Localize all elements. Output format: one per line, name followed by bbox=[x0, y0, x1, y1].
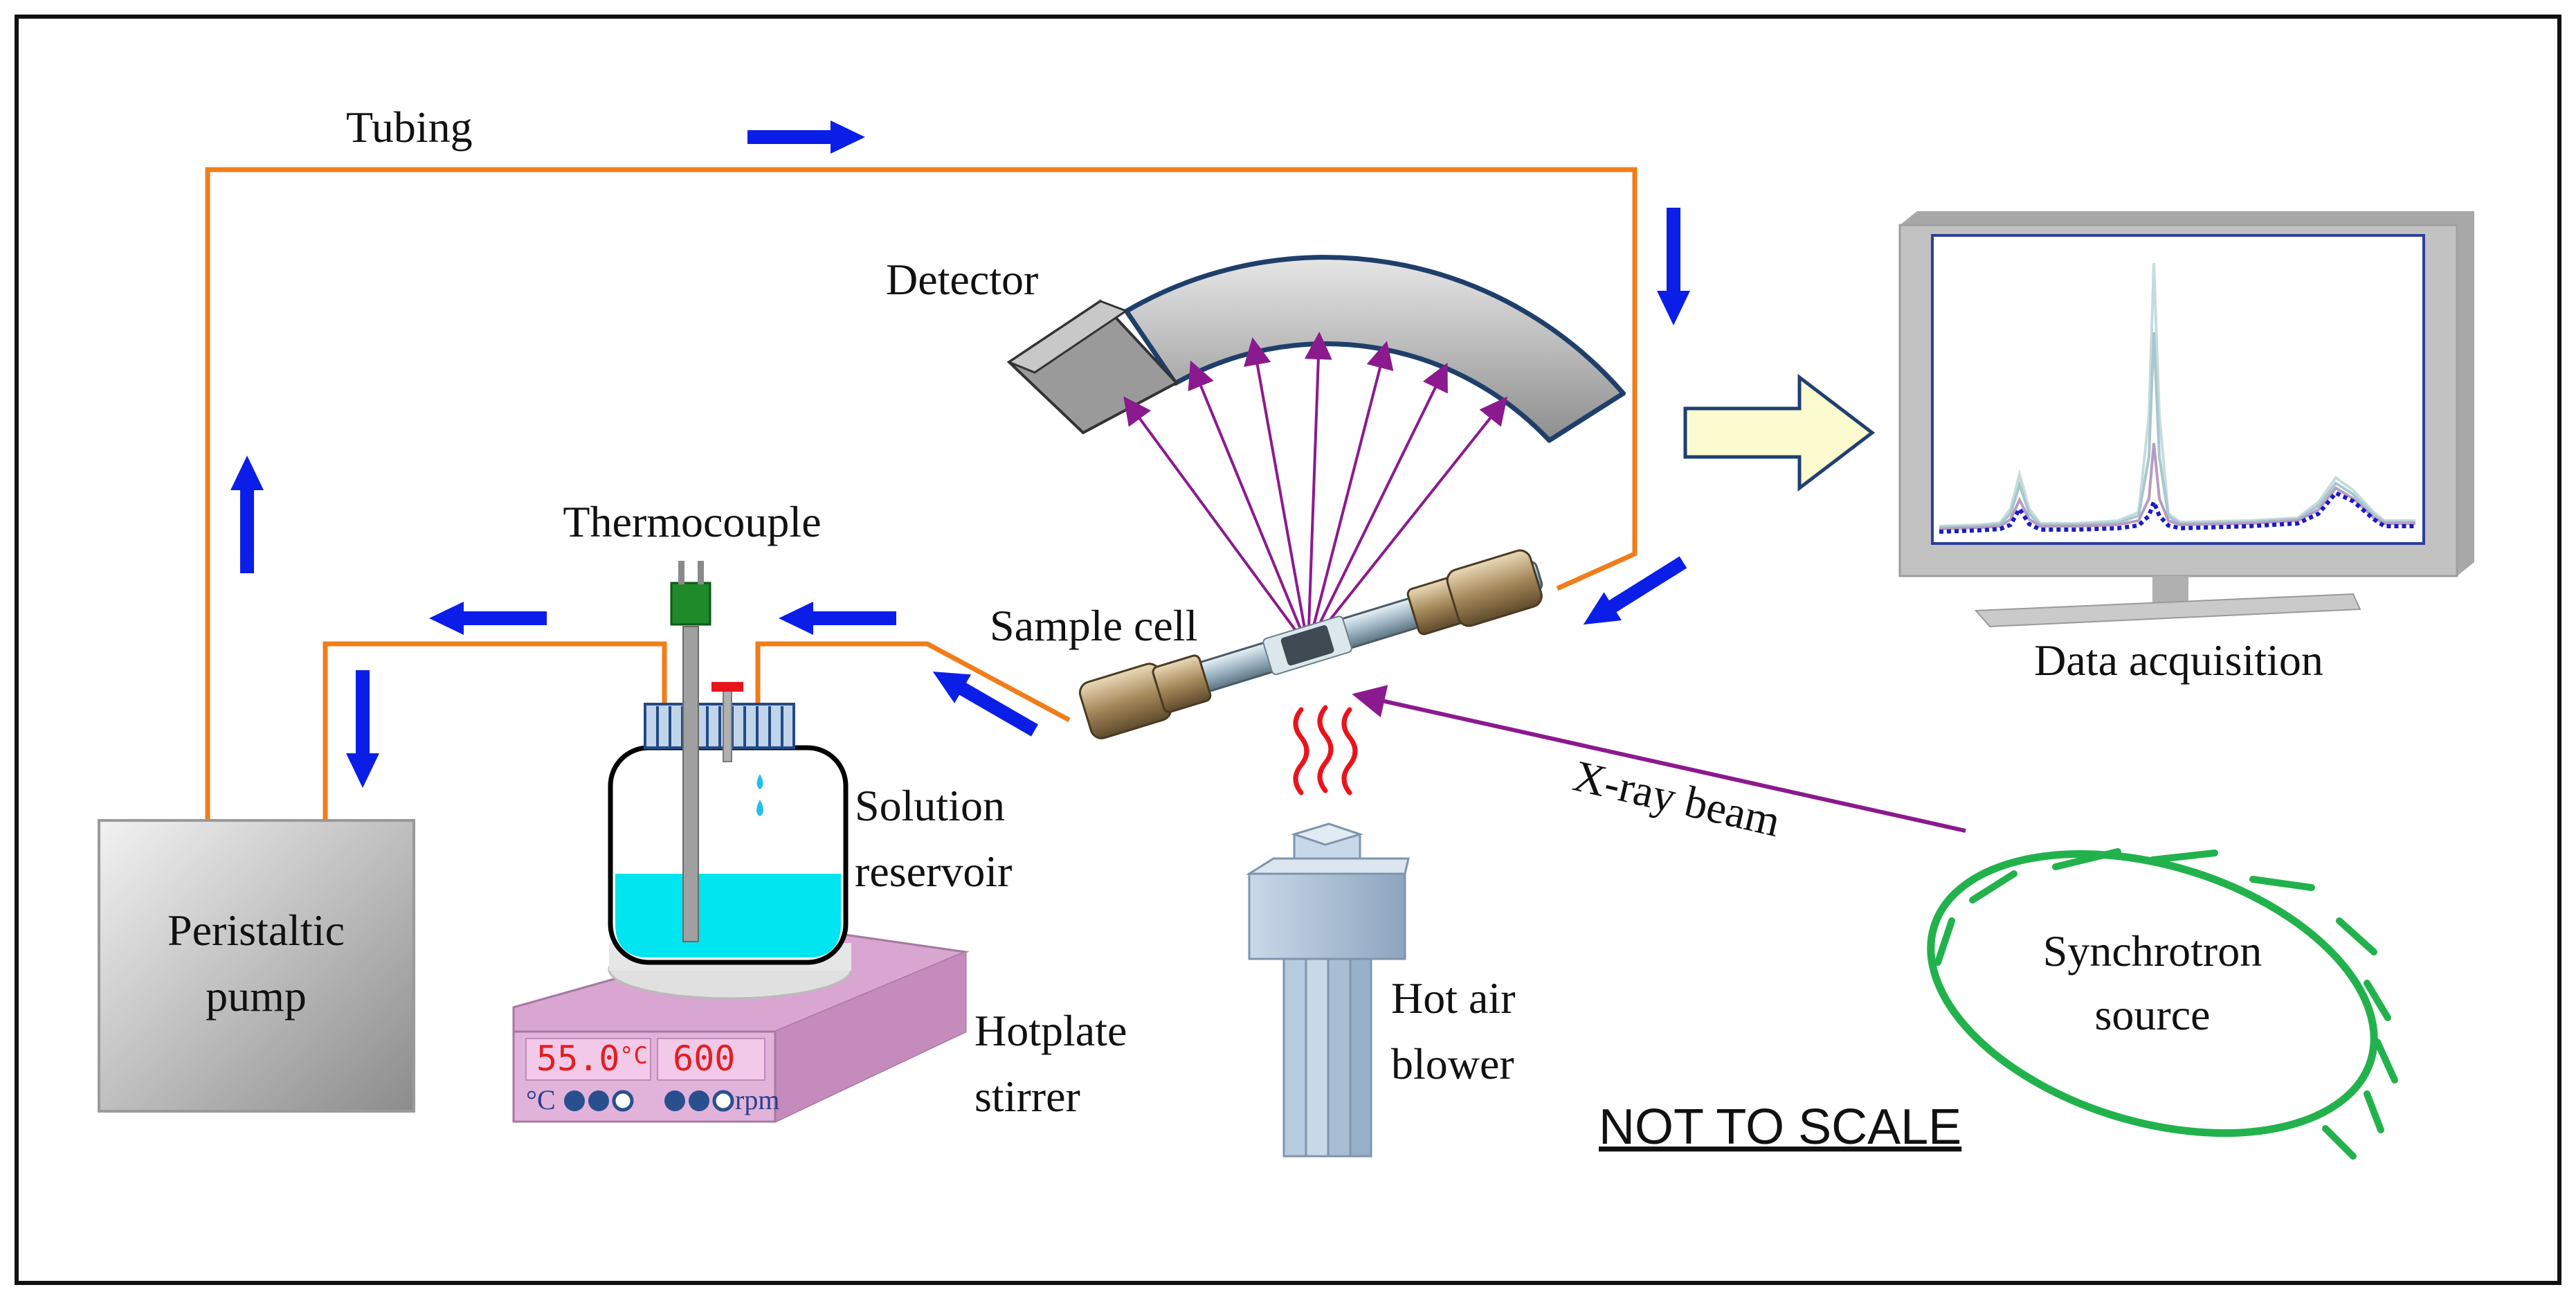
pump-label-line2: pump bbox=[206, 971, 307, 1021]
flow-arrow-icon bbox=[230, 456, 264, 573]
blower-label-line1: Hot air bbox=[1391, 973, 1516, 1023]
peristaltic-pump: Peristaltic pump bbox=[98, 819, 415, 1113]
flow-arrow-icon bbox=[429, 602, 547, 635]
detector-label: Detector bbox=[886, 255, 1038, 304]
diffraction-rays bbox=[1123, 332, 1507, 649]
data-acquisition-monitor: Data acquisition bbox=[1898, 211, 2474, 685]
panel-temp-unit: °C bbox=[526, 1084, 556, 1115]
blower-label-line2: blower bbox=[1391, 1039, 1514, 1088]
flow-arrow-icon bbox=[1657, 208, 1690, 325]
temperature-display bbox=[525, 1038, 651, 1081]
hotplate-speed: 600 bbox=[673, 1039, 735, 1079]
solution bbox=[615, 874, 841, 958]
reservoir-label-line2: reservoir bbox=[855, 847, 1012, 896]
flow-arrow-icon bbox=[747, 120, 865, 154]
xray-beam bbox=[1352, 685, 1966, 833]
temperature-knobs-icon bbox=[564, 1090, 634, 1112]
block-arrow-icon bbox=[1683, 373, 1876, 492]
hotplate-label-line1: Hotplate bbox=[974, 1006, 1127, 1055]
droplet-icon bbox=[756, 774, 763, 816]
flow-arrow-icon bbox=[1583, 556, 1687, 625]
hot-air-blower: Hot air blower bbox=[1245, 823, 1516, 1158]
data-acquisition-label: Data acquisition bbox=[2034, 636, 2323, 685]
heat-wave-icon bbox=[1293, 705, 1358, 796]
not-to-scale-note: NOT TO SCALE bbox=[1599, 1099, 1961, 1155]
speed-knobs-icon bbox=[664, 1090, 734, 1112]
reservoir-label-line1: Solution bbox=[855, 781, 1005, 830]
hotplate-temperature-unit: °C bbox=[619, 1042, 648, 1070]
flow-arrows bbox=[230, 120, 1690, 788]
synchrotron-tangent-marks bbox=[1934, 848, 2398, 1160]
hotplate-temperature: 55.0 bbox=[536, 1039, 619, 1079]
synchrotron-source: Synchrotron source bbox=[1927, 848, 2398, 1160]
flow-arrow-icon bbox=[932, 672, 1038, 737]
synchrotron-label-line1: Synchrotron bbox=[2043, 926, 2262, 976]
sample-cell bbox=[1078, 549, 1543, 739]
speed-display bbox=[657, 1038, 765, 1081]
flow-arrow-icon bbox=[779, 602, 896, 635]
synchrotron-label-line2: source bbox=[2094, 990, 2210, 1039]
solution-reservoir: Solution reservoir bbox=[608, 561, 1012, 1000]
pump-label-line1: Peristaltic bbox=[167, 906, 345, 955]
panel-speed-unit: rpm bbox=[735, 1084, 779, 1115]
thermocouple-label: Thermocouple bbox=[563, 497, 821, 546]
sample-cell-label: Sample cell bbox=[990, 601, 1197, 650]
tubing-label: Tubing bbox=[346, 102, 473, 152]
diffraction-pattern-plot bbox=[1939, 262, 2415, 534]
thermocouple-head bbox=[670, 582, 711, 626]
hotplate-label-line2: stirrer bbox=[974, 1072, 1080, 1121]
thermocouple-probe bbox=[682, 626, 699, 942]
flow-arrow-icon bbox=[346, 670, 379, 788]
